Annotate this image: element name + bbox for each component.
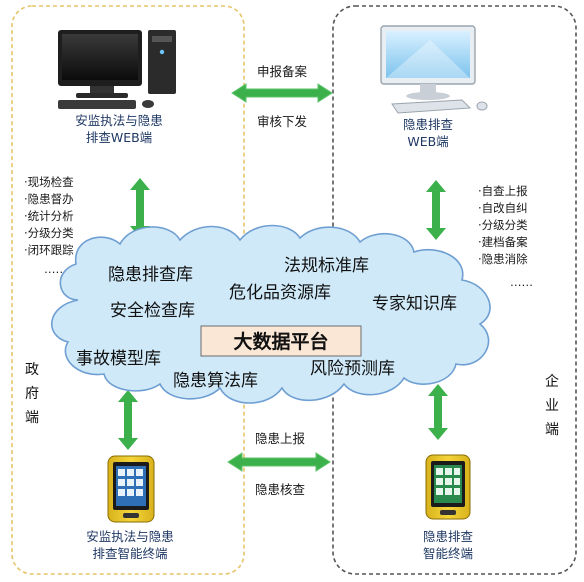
government-function-more: …… bbox=[44, 262, 67, 276]
library-expert-knowledge: 专家知识库 bbox=[372, 294, 457, 314]
enterprise-side-label-2: 业 bbox=[545, 398, 559, 414]
government-desktop-computer-icon bbox=[58, 30, 176, 109]
government-function-4: ·分级分类 bbox=[24, 226, 74, 240]
government-mobile-terminal-icon bbox=[107, 455, 155, 523]
enterprise-mobile-to-platform-double-arrow bbox=[428, 384, 448, 440]
enterprise-function-1: ·自查上报 bbox=[478, 184, 528, 198]
enterprise-side-label-1: 企 bbox=[545, 373, 559, 390]
enterprise-web-to-platform-double-arrow bbox=[426, 180, 446, 240]
enterprise-side-label-3: 端 bbox=[545, 422, 559, 438]
library-risk-prediction: 风险预测库 bbox=[310, 359, 395, 379]
library-hazard-algorithm: 隐患算法库 bbox=[173, 371, 258, 391]
government-mobile-terminal-line2: 排查智能终端 bbox=[92, 546, 167, 561]
enterprise-function-5: ·隐患消除 bbox=[478, 252, 528, 266]
government-function-2: ·隐患督办 bbox=[24, 192, 74, 206]
government-web-terminal-line1: 安监执法与隐患 bbox=[75, 113, 163, 128]
big-data-platform-title: 大数据平台 bbox=[233, 330, 328, 353]
government-function-5: ·闭环跟踪 bbox=[24, 243, 74, 257]
government-function-1: ·现场检查 bbox=[24, 175, 74, 189]
enterprise-mobile-terminal-icon bbox=[425, 454, 471, 520]
government-side-border bbox=[11, 5, 245, 575]
library-safety-inspection: 安全检查库 bbox=[110, 301, 195, 321]
enterprise-desktop-computer-icon bbox=[380, 25, 488, 114]
government-mobile-to-platform-double-arrow bbox=[118, 390, 138, 450]
government-web-to-platform-double-arrow bbox=[130, 178, 150, 238]
library-hazard-investigation: 隐患排查库 bbox=[108, 265, 193, 285]
enterprise-function-more: …… bbox=[510, 275, 533, 289]
top-exchange-double-arrow bbox=[231, 83, 333, 103]
government-side-label-1: 政 bbox=[25, 362, 39, 378]
government-function-3: ·统计分析 bbox=[24, 209, 74, 223]
enterprise-function-4: ·建档备案 bbox=[478, 235, 528, 249]
enterprise-mobile-terminal-line2: 智能终端 bbox=[423, 546, 473, 561]
government-mobile-terminal-line1: 安监执法与隐患 bbox=[86, 529, 174, 544]
enterprise-function-3: ·分级分类 bbox=[478, 218, 528, 232]
bottom-exchange-lower-label: 隐患核查 bbox=[255, 482, 306, 497]
government-web-terminal-line2: 排查WEB端 bbox=[86, 130, 152, 145]
enterprise-web-terminal-line1: 隐患排查 bbox=[403, 117, 454, 132]
top-exchange-upper-label: 申报备案 bbox=[257, 64, 308, 79]
big-data-platform-box bbox=[200, 325, 362, 357]
big-data-cloud bbox=[51, 224, 491, 404]
library-hazardous-chemicals: 危化品资源库 bbox=[229, 283, 331, 303]
enterprise-mobile-terminal-line1: 隐患排查 bbox=[423, 529, 474, 544]
bottom-exchange-double-arrow bbox=[227, 452, 331, 472]
enterprise-function-2: ·自改自纠 bbox=[478, 201, 528, 215]
enterprise-web-terminal-line2: WEB端 bbox=[407, 134, 448, 149]
top-exchange-lower-label: 审核下发 bbox=[257, 114, 308, 129]
library-regulations-standards: 法规标准库 bbox=[284, 256, 369, 276]
enterprise-side-border bbox=[332, 5, 577, 575]
government-side-label-3: 端 bbox=[25, 410, 39, 426]
government-side-label-2: 府 bbox=[25, 386, 39, 402]
library-accident-model: 事故模型库 bbox=[76, 349, 161, 369]
bottom-exchange-upper-label: 隐患上报 bbox=[255, 431, 306, 446]
